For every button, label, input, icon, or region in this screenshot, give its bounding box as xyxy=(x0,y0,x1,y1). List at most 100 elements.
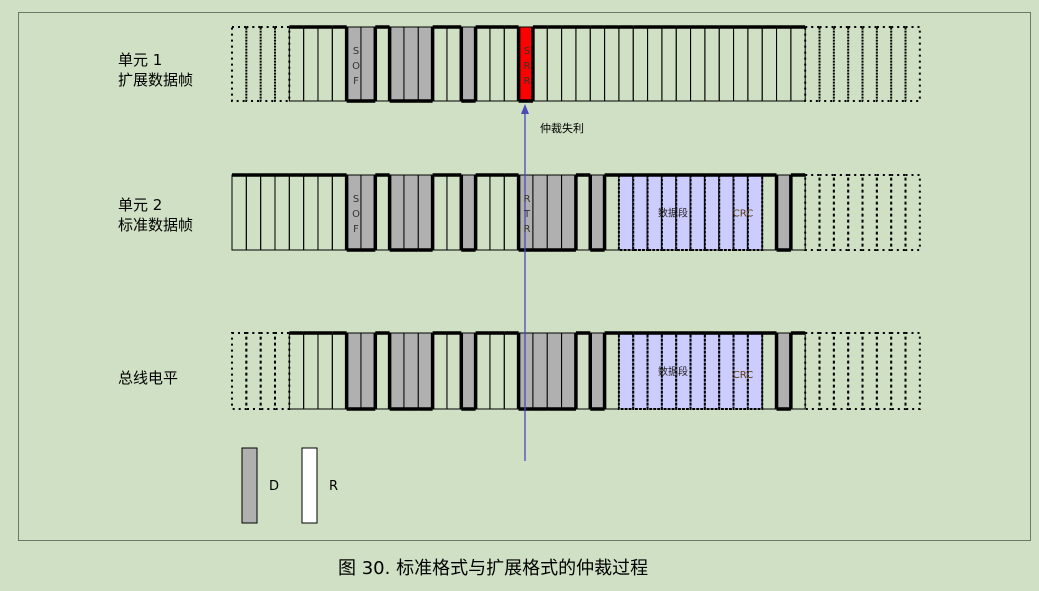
bit-cell xyxy=(360,26,376,102)
bit-cell xyxy=(231,332,248,410)
bit-cell xyxy=(604,174,620,251)
bit-cell xyxy=(804,174,821,251)
bit-cell xyxy=(847,332,864,410)
bit-cell xyxy=(818,332,835,410)
legend-recessive-label: R xyxy=(329,479,339,494)
bit-cell xyxy=(417,332,434,410)
bit-cell xyxy=(288,332,305,410)
row1-label-line2: 扩展数据帧 xyxy=(118,71,194,89)
bit-cell xyxy=(890,332,907,410)
bit-cell xyxy=(403,26,419,102)
bit-cell xyxy=(847,174,864,251)
bit-cell xyxy=(875,332,893,410)
bit-cell xyxy=(904,26,921,102)
bit-cell xyxy=(589,26,606,102)
bit-cell xyxy=(503,26,520,102)
bit-cell xyxy=(403,174,419,251)
bit-cell xyxy=(417,26,434,102)
row2-sof-label: SOF xyxy=(352,194,360,235)
bit-cell xyxy=(546,174,563,251)
bit-cell xyxy=(776,332,792,410)
bit-cell xyxy=(861,174,878,251)
bit-cell xyxy=(575,332,591,410)
bit-cell xyxy=(675,174,692,251)
bit-cell xyxy=(231,174,247,251)
data-field-label: 数据段 xyxy=(658,207,688,220)
bit-cell xyxy=(389,174,405,251)
bit-cell xyxy=(475,174,491,251)
bit-cell xyxy=(746,174,764,251)
bit-cell xyxy=(661,26,677,102)
figure-frame xyxy=(18,12,1031,541)
bit-cell xyxy=(561,26,577,102)
bit-cell xyxy=(890,174,907,251)
bit-cell xyxy=(703,174,721,251)
crc-label: CRC xyxy=(733,209,753,220)
bit-cell xyxy=(417,174,434,251)
bit-cell xyxy=(617,174,635,251)
bit-cell xyxy=(389,332,405,410)
bit-cell xyxy=(646,174,663,251)
bit-cell xyxy=(273,26,291,102)
bit-cell xyxy=(904,174,921,251)
bit-cell xyxy=(446,332,462,410)
row2-label-line2: 标准数据帧 xyxy=(118,216,194,234)
bit-cell xyxy=(374,174,391,251)
bit-cell xyxy=(575,26,591,102)
bit-cell xyxy=(331,174,348,251)
bit-cell xyxy=(331,26,348,102)
bit-cell xyxy=(761,26,778,102)
bit-cell xyxy=(331,332,348,410)
bit-cell xyxy=(273,332,291,410)
bit-cell xyxy=(532,26,548,102)
bit-cell xyxy=(718,26,735,102)
bit-cell xyxy=(259,26,276,102)
bit-cell xyxy=(460,26,477,102)
bit-cell xyxy=(546,26,563,102)
bit-cell xyxy=(618,26,634,102)
bit-cell xyxy=(575,174,591,251)
bit-cell xyxy=(632,332,649,410)
bit-cell xyxy=(446,174,462,251)
bit-cell xyxy=(832,332,850,410)
bit-cell xyxy=(245,174,262,251)
arrow-head-icon xyxy=(521,104,529,114)
bit-cell xyxy=(689,174,706,251)
bit-cell xyxy=(303,332,319,410)
bit-cell xyxy=(690,26,706,102)
bit-cell xyxy=(389,26,405,102)
bit-cell xyxy=(718,332,735,410)
bit-cell xyxy=(503,332,520,410)
bit-cell xyxy=(317,26,333,102)
bit-cell xyxy=(532,174,548,251)
data-field-label: 数据段 xyxy=(658,365,688,378)
bit-cell xyxy=(489,26,505,102)
row2-label: 单元 2 标准数据帧 xyxy=(118,195,193,235)
row1-srr-label: SRR xyxy=(523,46,531,87)
bit-cell xyxy=(446,26,462,102)
bit-cell xyxy=(733,26,749,102)
bit-cell xyxy=(546,332,563,410)
bit-cell xyxy=(861,26,878,102)
bit-cell xyxy=(432,174,448,251)
bit-cell xyxy=(847,26,864,102)
bit-cell xyxy=(675,26,692,102)
bit-cell xyxy=(303,26,319,102)
bit-cell xyxy=(460,174,477,251)
bit-cell xyxy=(890,26,907,102)
bit-cell xyxy=(761,174,778,251)
row1-sof-label: SOF xyxy=(352,46,360,87)
bit-cell xyxy=(460,332,477,410)
bit-cell xyxy=(245,26,262,102)
bit-cell xyxy=(875,174,893,251)
bit-cell xyxy=(604,26,620,102)
bit-cell xyxy=(589,174,606,251)
legend-recessive-swatch xyxy=(301,447,318,524)
bit-cell xyxy=(804,26,821,102)
figure-caption: 图 30. 标准格式与扩展格式的仲裁过程 xyxy=(338,558,649,579)
bit-cell xyxy=(875,26,893,102)
bit-cell xyxy=(489,332,505,410)
bit-cell xyxy=(632,26,649,102)
bit-cell xyxy=(804,332,821,410)
